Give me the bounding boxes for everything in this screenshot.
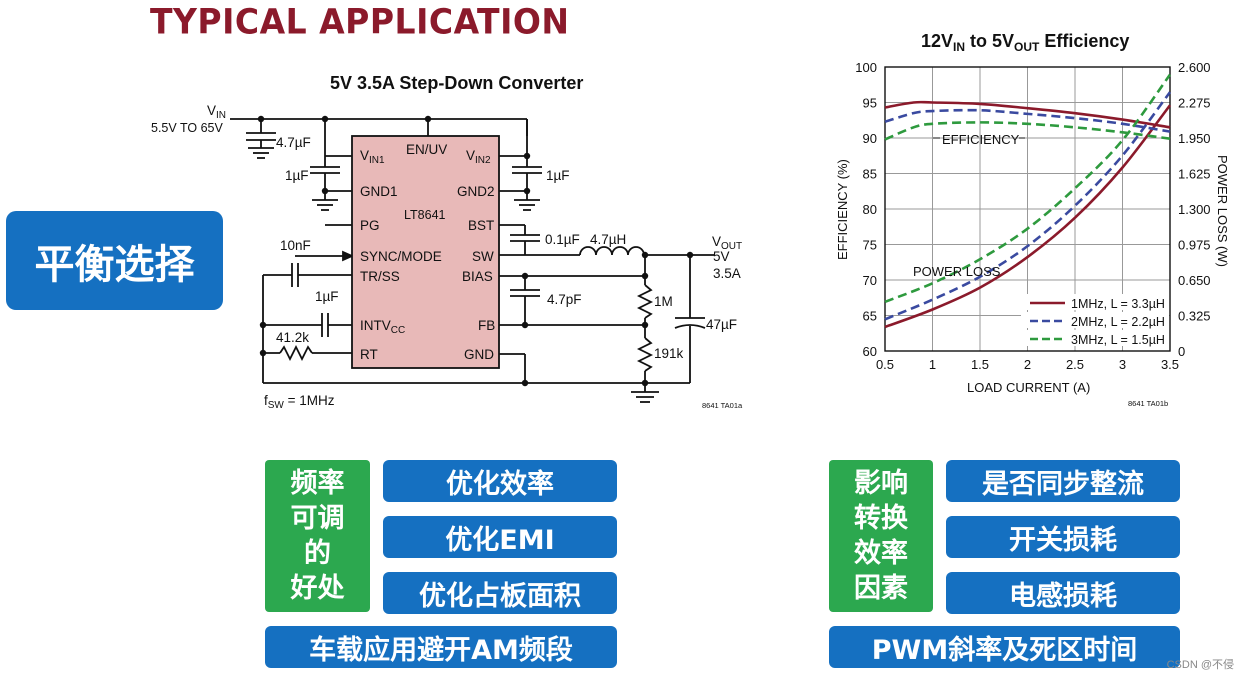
pin-rt: RT xyxy=(360,347,378,362)
pin-gnd: GND xyxy=(464,347,494,362)
x-tick-label: 1 xyxy=(929,357,936,372)
fsw-label: fSW = 1MHz xyxy=(264,393,335,411)
y-tick-label: 70 xyxy=(863,273,877,288)
rtop-label: 1M xyxy=(654,294,673,309)
watermark: CSDN @不侵 xyxy=(1166,659,1234,671)
schematic-code: 8641 TA01a xyxy=(702,401,743,410)
ic-body xyxy=(351,135,500,369)
power-loss-series-line xyxy=(884,91,1172,321)
schematic-title: 5V 3.5A Step-Down Converter xyxy=(330,73,583,93)
efficiency-chart: 12VIN to 5VOUT Efficiency 0.5 1 1.5 2 2.5 3 3.… xyxy=(835,31,1230,408)
cbst-label: 0.1µF xyxy=(545,232,580,247)
legend-bg xyxy=(1021,312,1169,328)
pin-vin2: VIN2 xyxy=(466,148,491,166)
y-tick-label: 60 xyxy=(863,344,877,359)
power-loss-series-line xyxy=(884,104,1172,329)
x-tick-label: 3 xyxy=(1119,357,1126,372)
pwm-slope-deadtime-button[interactable]: PWM斜率及死区时间 xyxy=(829,626,1180,668)
y2-axis-label: POWER LOSS (W) xyxy=(1215,155,1230,267)
vout-voltage: 5V xyxy=(713,249,730,264)
x-tick-label: 3.5 xyxy=(1161,357,1179,372)
pin-bst: BST xyxy=(468,218,494,233)
y2-tick-label: 2.275 xyxy=(1178,96,1211,111)
x-tick-label: 2 xyxy=(1024,357,1031,372)
y2-tick-label: 0.975 xyxy=(1178,238,1211,253)
y-tick-label: 80 xyxy=(863,202,877,217)
circuit-schematic: 5V 3.5A Step-Down Converter VIN 5.5V TO … xyxy=(151,73,743,411)
pin-gnd2: GND2 xyxy=(457,184,495,199)
vout-current: 3.5A xyxy=(713,266,741,281)
x-tick-label: 2.5 xyxy=(1066,357,1084,372)
optimize-area-button[interactable]: 优化占板面积 xyxy=(383,572,617,614)
vin-label: VIN xyxy=(207,103,226,121)
cvin2-label: 1µF xyxy=(546,168,570,183)
cvin1-label: 1µF xyxy=(285,168,309,183)
efficiency-series-line xyxy=(884,121,1171,141)
power-loss-series-line xyxy=(884,73,1172,304)
cin-label: 4.7µF xyxy=(276,135,311,150)
efficiency-series-line xyxy=(884,100,1171,129)
ic-name: LT8641 xyxy=(404,208,446,222)
chart-code: 8641 TA01b xyxy=(1128,399,1168,408)
efficiency-factors-label: 影响 转换 效率 因素 xyxy=(829,460,933,612)
y2-tick-label: 2.600 xyxy=(1178,60,1211,75)
efficiency-annotation: EFFICIENCY xyxy=(942,132,1020,147)
plot-frame xyxy=(884,66,1171,352)
chart-title: 12VIN to 5VOUT Efficiency xyxy=(921,31,1129,54)
y2-tick-label: 1.625 xyxy=(1178,167,1211,182)
y-tick-label: 95 xyxy=(863,96,877,111)
y-tick-label: 75 xyxy=(863,238,877,253)
optimize-emi-button[interactable]: 优化EMI xyxy=(383,516,617,558)
inductor-loss-button[interactable]: 电感损耗 xyxy=(946,572,1180,614)
pin-sync: SYNC/MODE xyxy=(360,249,442,264)
cff-label: 4.7pF xyxy=(547,292,582,307)
pin-gnd1: GND1 xyxy=(360,184,398,199)
efficiency-series-line xyxy=(884,108,1171,133)
pin-trss: TR/SS xyxy=(360,269,400,284)
vin-range: 5.5V TO 65V xyxy=(151,121,223,135)
y2-tick-label: 0.650 xyxy=(1178,273,1211,288)
y2-tick-label: 0.325 xyxy=(1178,309,1211,324)
cout-label: 47µF xyxy=(706,317,737,332)
x-axis-label: LOAD CURRENT (A) xyxy=(967,380,1090,395)
y-tick-label: 90 xyxy=(863,131,877,146)
y-tick-label: 65 xyxy=(863,309,877,324)
pin-fb: FB xyxy=(478,318,495,333)
pin-sw: SW xyxy=(472,249,494,264)
legend-bg xyxy=(1021,330,1169,346)
y2-tick-label: 0 xyxy=(1178,344,1185,359)
pin-en-uv: EN/UV xyxy=(406,142,447,157)
page-title: TYPICAL APPLICATION xyxy=(150,1,570,42)
avoid-am-band-button[interactable]: 车载应用避开AM频段 xyxy=(265,626,617,668)
css-label: 10nF xyxy=(280,238,311,253)
y-tick-label: 100 xyxy=(855,60,877,75)
legend-bg xyxy=(1021,294,1169,310)
sync-rectification-button[interactable]: 是否同步整流 xyxy=(946,460,1180,502)
pin-intvcc: INTVCC xyxy=(360,318,405,336)
x-tick-label: 0.5 xyxy=(876,357,894,372)
vout-label: VOUT xyxy=(712,234,742,252)
y2-tick-label: 1.950 xyxy=(1178,131,1211,146)
switching-loss-button[interactable]: 开关损耗 xyxy=(946,516,1180,558)
lout-label: 4.7µH xyxy=(590,232,626,247)
pin-vin1: VIN1 xyxy=(360,148,385,166)
x-tick-label: 1.5 xyxy=(971,357,989,372)
rbot-label: 191k xyxy=(654,346,684,361)
y2-tick-label: 1.300 xyxy=(1178,202,1211,217)
freq-benefits-label: 频率 可调 的 好处 xyxy=(265,460,370,612)
rrt-label: 41.2k xyxy=(276,330,309,345)
balance-choice-label: 平衡选择 xyxy=(6,211,223,310)
power-loss-annotation: POWER LOSS xyxy=(913,264,1001,279)
pin-pg: PG xyxy=(360,218,380,233)
pin-bias: BIAS xyxy=(462,269,493,284)
legend-label: 2MHz, L = 2.2µH xyxy=(1071,315,1165,329)
y-axis-label: EFFICIENCY (%) xyxy=(835,159,850,260)
legend-label: 3MHz, L = 1.5µH xyxy=(1071,333,1165,347)
y-tick-label: 85 xyxy=(863,167,877,182)
optimize-efficiency-button[interactable]: 优化效率 xyxy=(383,460,617,502)
cintvcc-label: 1µF xyxy=(315,289,339,304)
legend-label: 1MHz, L = 3.3µH xyxy=(1071,297,1165,311)
